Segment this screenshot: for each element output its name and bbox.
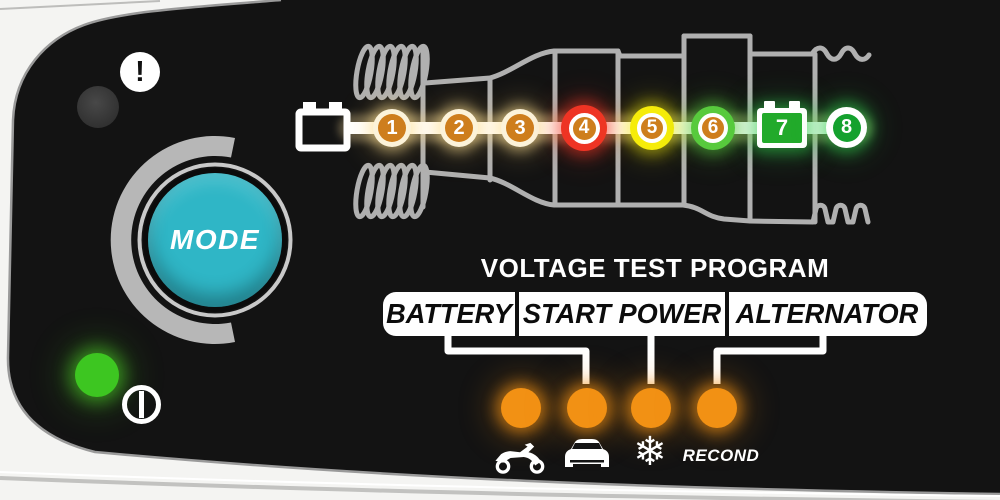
- voltage-test-bar: [383, 292, 927, 336]
- warning-icon: !: [120, 52, 160, 92]
- snowflake-icon: ❄: [633, 429, 667, 475]
- curve-bottom-profile: [422, 169, 871, 225]
- program-led-snowflake: [631, 388, 671, 428]
- mode-button[interactable]: MODE: [148, 173, 282, 307]
- program-led-motorcycle: [501, 388, 541, 428]
- connector-battery-test: [444, 334, 590, 384]
- motorcycle-icon: [492, 440, 548, 474]
- recond-label: RECOND: [682, 446, 760, 465]
- battery-icon: [295, 102, 351, 152]
- charge-step-4: 4: [561, 105, 607, 151]
- charge-step-7-core: 7: [762, 113, 802, 143]
- voltage-test-divider-1: [515, 292, 519, 336]
- mode-dial-crescent: [110, 136, 235, 344]
- charge-step-8: 8: [826, 107, 867, 148]
- charge-step-5: 5: [630, 106, 674, 150]
- charge-step-6: 6: [691, 106, 735, 150]
- voltage-test-title: VOLTAGE TEST PROGRAM: [480, 253, 830, 283]
- body-highlight-line: [0, 471, 1000, 497]
- charge-step-7: 7: [757, 101, 807, 148]
- mode-dial-ring: [137, 162, 293, 318]
- voltage-test-cell-alternator: ALTERNATOR: [735, 298, 919, 329]
- panel-rim: [6, 0, 1000, 496]
- mode-button-label: MODE: [170, 224, 260, 255]
- voltage-test-cell-start-power: START POWER: [522, 298, 722, 329]
- power-led: [75, 353, 119, 397]
- charge-step-6-core: 6: [698, 113, 728, 143]
- charge-step-5-core: 5: [637, 113, 667, 143]
- curve-top-profile: [422, 33, 872, 86]
- connector-alternator-test: [713, 334, 827, 384]
- charge-step-1-core: 1: [378, 114, 406, 142]
- desulphation-coil-bottom: [353, 162, 430, 220]
- voltage-test-divider-2: [725, 292, 729, 336]
- charge-step-2-core: 2: [445, 114, 473, 142]
- charge-step-4-core: 4: [568, 112, 600, 144]
- desulphation-coil-top: [353, 43, 430, 101]
- car-icon: [562, 438, 612, 470]
- power-icon-bar: [139, 391, 144, 418]
- charge-step-8-core: 8: [832, 113, 861, 142]
- program-led-recond: [697, 388, 737, 428]
- warning-led: [77, 86, 119, 128]
- charge-step-3: 3: [501, 109, 539, 147]
- program-led-car: [567, 388, 607, 428]
- warning-glyph: !: [135, 55, 145, 88]
- body-seam-line: [0, 0, 161, 10]
- voltage-test-cell-battery: BATTERY: [386, 298, 512, 329]
- charge-step-1: 1: [373, 109, 411, 147]
- power-icon: [122, 385, 161, 424]
- charge-step-2: 2: [440, 109, 478, 147]
- charge-step-3-core: 3: [506, 114, 534, 142]
